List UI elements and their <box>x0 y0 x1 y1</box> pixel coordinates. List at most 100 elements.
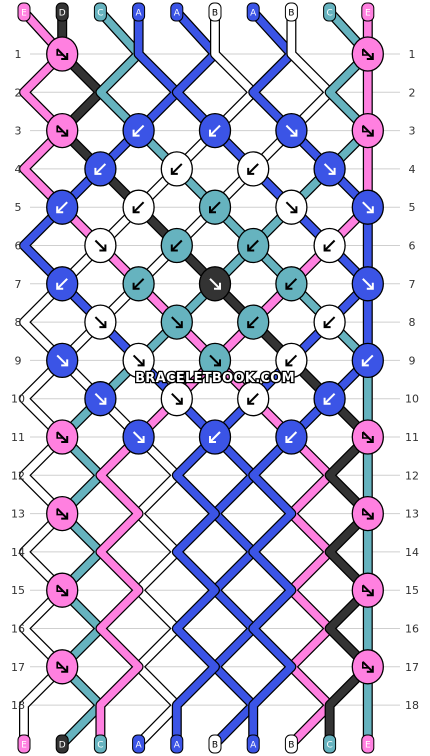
arrow-shaft <box>56 507 68 520</box>
knot <box>275 266 308 302</box>
arrow-back <box>361 432 369 439</box>
arrow-shaft <box>94 239 107 252</box>
arrow-shaft <box>56 278 68 290</box>
row-number-right: 5 <box>409 201 416 214</box>
knot <box>198 266 232 302</box>
arrow-down-right-icon <box>94 392 107 405</box>
arrow-head <box>175 321 183 329</box>
arrow-down-left-icon <box>247 163 259 175</box>
arrow-head <box>61 665 69 673</box>
arrow-head <box>209 206 216 214</box>
arrow-down-right-icon <box>56 584 69 597</box>
row-number-left: 16 <box>11 623 25 636</box>
knot <box>351 112 384 149</box>
strand-label-bottom-chip <box>208 734 222 754</box>
arrow-shaft <box>56 431 68 443</box>
arrow-shaft <box>56 124 68 137</box>
row-number-left: 4 <box>15 163 22 176</box>
row-number-left: 17 <box>11 661 25 674</box>
row-number-left: 6 <box>15 240 22 253</box>
arrow-down-left-icon <box>170 239 183 252</box>
arrow-down-right-icon <box>323 163 336 175</box>
arrow-head <box>247 244 255 252</box>
arrow-down-right-icon <box>94 316 107 329</box>
row-number-right: 14 <box>405 546 419 559</box>
knot <box>46 189 79 225</box>
knot <box>237 227 270 264</box>
arrow-down-left-icon <box>170 163 183 175</box>
row-number-right: 11 <box>405 431 419 444</box>
arrow-shaft <box>362 201 374 213</box>
arrow-down-right-icon <box>56 354 69 367</box>
arrow-shaft <box>209 278 221 290</box>
arrow-down-left-icon <box>247 392 259 405</box>
arrow-shaft <box>323 163 336 175</box>
strand-label-top: A <box>136 9 143 19</box>
arrow-shaft <box>247 163 259 175</box>
arrow-down-right-icon <box>56 48 69 60</box>
arrow-back <box>56 125 64 133</box>
strand-label-bottom: E <box>365 741 371 751</box>
knot <box>351 495 384 532</box>
arrow-down-right-icon <box>361 584 374 597</box>
arrow-down-left-icon <box>285 354 298 367</box>
row-number-right: 8 <box>409 316 416 329</box>
arrow-shaft <box>362 124 374 137</box>
knot <box>237 304 270 340</box>
strand-label-top-chip <box>55 2 69 22</box>
arrow-head <box>132 282 140 290</box>
knot <box>160 151 193 187</box>
knot <box>198 419 232 455</box>
row-number-right: 15 <box>405 584 419 597</box>
arrow-head <box>61 359 69 367</box>
row-number-left: 15 <box>11 584 25 597</box>
arrow-head <box>137 359 145 367</box>
arrow-head <box>366 665 374 673</box>
knot <box>46 649 79 685</box>
knot <box>46 572 79 608</box>
strand-label-top: C <box>326 9 332 19</box>
arrow-head <box>366 436 374 443</box>
knot <box>46 266 79 302</box>
strand-label-bottom-chip <box>361 734 375 754</box>
knot <box>198 342 232 379</box>
strand-label-top: A <box>174 9 181 19</box>
strand-label-bottom-chip <box>323 734 337 754</box>
arrow-shaft <box>362 354 374 367</box>
arrow-shaft <box>132 431 145 443</box>
arrow-head <box>323 321 331 329</box>
knot <box>351 342 384 379</box>
strand-label-bottom: B <box>288 741 294 751</box>
arrow-shaft <box>132 124 145 137</box>
arrow-down-left-icon <box>247 316 259 329</box>
row-number-left: 8 <box>15 316 22 329</box>
arrow-shaft <box>362 48 374 60</box>
knot <box>313 381 346 417</box>
row-number-right: 1 <box>409 48 416 61</box>
knot <box>122 342 155 379</box>
arrow-head <box>56 206 64 214</box>
strand-label-top-chip <box>208 2 222 22</box>
arrow-shaft <box>323 392 336 405</box>
strand-label-top-chip <box>284 2 298 22</box>
knot <box>237 381 270 417</box>
arrow-head <box>290 129 298 137</box>
arrow-down-right-icon <box>56 124 69 137</box>
arrow-back <box>361 49 369 56</box>
arrow-head <box>209 436 216 443</box>
arrow-down-right-icon <box>285 201 298 214</box>
strand-label-top: E <box>21 9 27 19</box>
knot <box>351 572 384 608</box>
arrow-shaft <box>171 239 183 252</box>
arrow-shaft <box>209 201 221 213</box>
arrow-shaft <box>171 316 183 328</box>
arrow-shaft <box>56 354 68 367</box>
strand-label-top-chip <box>132 2 146 22</box>
row-number-right: 3 <box>409 125 416 138</box>
strand-label-top-chip <box>17 2 31 22</box>
arrow-down-right-icon <box>361 507 374 520</box>
arrow-shaft <box>209 354 221 367</box>
knot <box>46 419 79 455</box>
